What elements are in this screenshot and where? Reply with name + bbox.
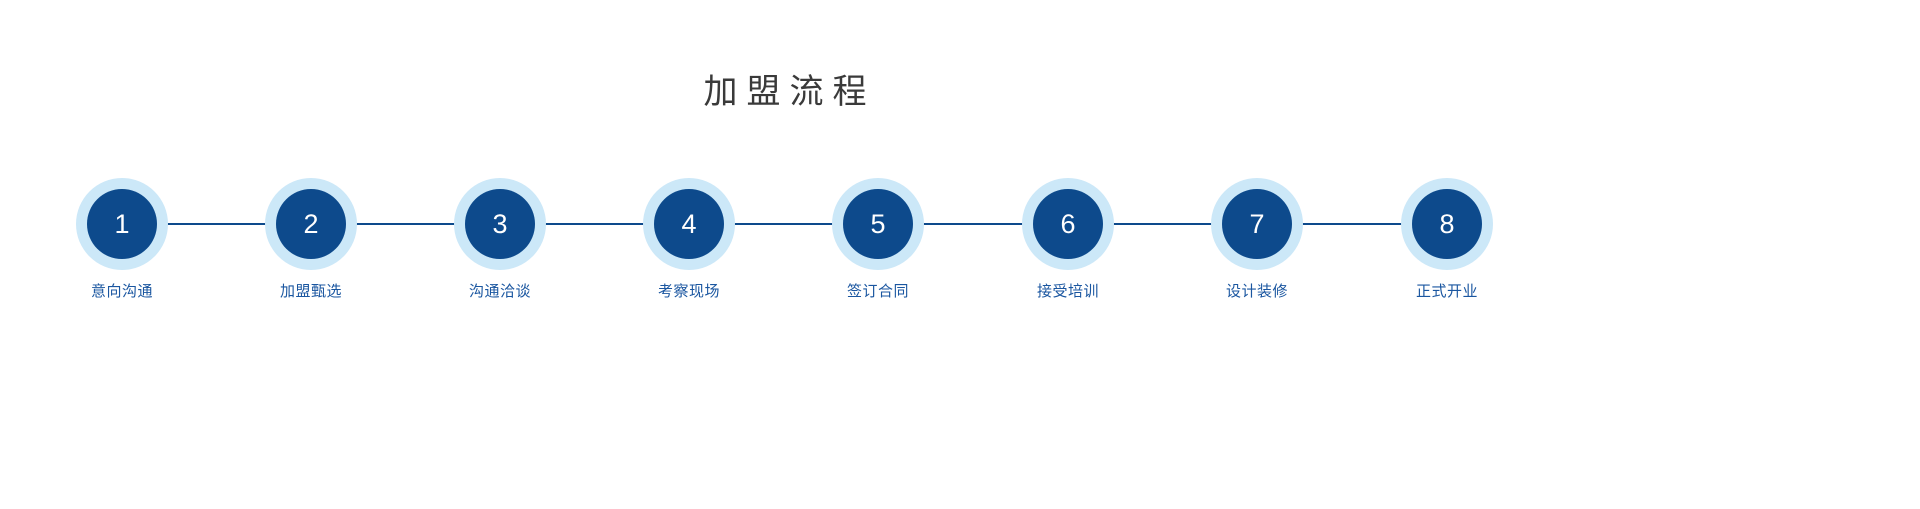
- flow-node-4[interactable]: 4: [643, 178, 735, 270]
- flow-connector-line: [122, 223, 1448, 225]
- flow-label-6: 接受培训: [1036, 283, 1099, 300]
- flow-label-2: 加盟甄选: [279, 283, 342, 300]
- node-disc-icon: [654, 189, 724, 259]
- node-disc-icon: [1033, 189, 1103, 259]
- node-disc-icon: [465, 189, 535, 259]
- page-title: 加盟流程: [703, 73, 876, 111]
- node-number: 8: [1439, 208, 1455, 239]
- flow-node-2[interactable]: 2: [265, 178, 357, 270]
- node-number: 1: [114, 208, 130, 239]
- node-number: 2: [303, 208, 319, 239]
- flow-node-6[interactable]: 6: [1022, 178, 1114, 270]
- flow-node-8[interactable]: 8: [1401, 178, 1493, 270]
- flow-label-7: 设计装修: [1225, 283, 1288, 300]
- flow-node-7[interactable]: 7: [1211, 178, 1303, 270]
- flow-node-1[interactable]: 1: [76, 178, 168, 270]
- node-disc-icon: [276, 189, 346, 259]
- node-disc-icon: [1412, 189, 1482, 259]
- flow-label-4: 考察现场: [657, 283, 720, 300]
- node-disc-icon: [87, 189, 157, 259]
- node-number: 3: [492, 208, 508, 239]
- node-disc-icon: [1222, 189, 1292, 259]
- process-flow-diagram: 1 意向沟通 2 加盟甄选 3 沟通洽谈 4 考察现场 5 签: [76, 178, 1493, 300]
- node-disc-icon: [843, 189, 913, 259]
- flow-label-5: 签订合同: [846, 283, 909, 300]
- flow-label-1: 意向沟通: [90, 283, 153, 300]
- node-number: 6: [1060, 208, 1076, 239]
- flow-label-8: 正式开业: [1415, 283, 1478, 300]
- node-number: 4: [681, 208, 697, 239]
- flow-node-5[interactable]: 5: [832, 178, 924, 270]
- node-number: 5: [870, 208, 886, 239]
- node-number: 7: [1249, 208, 1265, 239]
- flow-label-3: 沟通洽谈: [468, 283, 531, 300]
- flow-node-3[interactable]: 3: [454, 178, 546, 270]
